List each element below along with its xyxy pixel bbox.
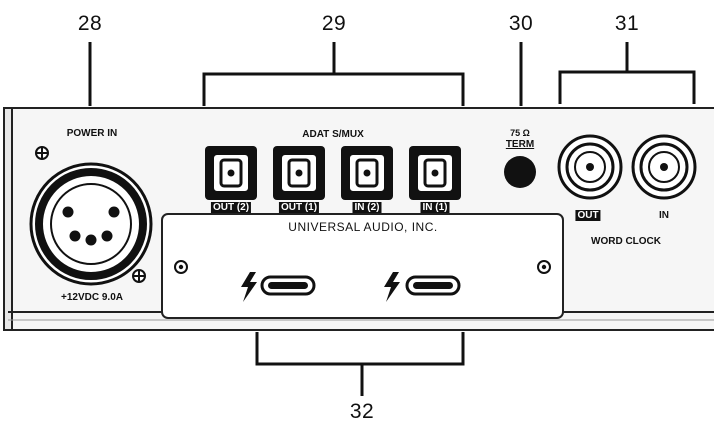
term-ohm-label: 75 Ω — [510, 128, 530, 138]
thunderbolt-icon — [384, 272, 400, 302]
adat-port-out-1[interactable] — [273, 146, 325, 200]
callout-32-bracket — [255, 332, 465, 396]
adat-in-2-label: IN (2) — [352, 202, 382, 213]
adat-out-2-label: OUT (2) — [210, 202, 252, 213]
callout-lines — [88, 42, 696, 396]
callout-29-bracket — [202, 42, 465, 106]
callout-30: 30 — [508, 12, 534, 35]
word-clock-out-label: OUT — [575, 210, 601, 221]
callout-31-bracket — [558, 42, 696, 104]
thunderbolt-port-1[interactable] — [260, 275, 316, 296]
term-switch[interactable] — [504, 156, 536, 188]
adat-out-1-label: OUT (1) — [278, 202, 320, 213]
power-screw-icon — [35, 146, 49, 160]
callout-28: 28 — [77, 12, 103, 35]
callout-32: 32 — [349, 400, 375, 423]
word-clock-in-label: IN — [659, 210, 669, 221]
thunderbolt-icon — [241, 272, 257, 302]
word-clock-in-bnc[interactable] — [631, 134, 697, 200]
adat-port-out-2[interactable] — [205, 146, 257, 200]
adat-in-1-label: IN (1) — [420, 202, 450, 213]
power-in-label: POWER IN — [66, 128, 118, 139]
thunderbolt-card — [161, 213, 564, 319]
callout-29: 29 — [321, 12, 347, 35]
word-clock-label: WORD CLOCK — [591, 236, 661, 247]
card-screw-icon — [537, 260, 551, 274]
power-rating-label: +12VDC 9.0A — [61, 292, 123, 303]
adat-port-in-2[interactable] — [341, 146, 393, 200]
card-brand-label: UNIVERSAL AUDIO, INC. — [288, 220, 438, 234]
callout-31: 31 — [614, 12, 640, 35]
adat-port-in-1[interactable] — [409, 146, 461, 200]
card-screw-icon — [174, 260, 188, 274]
power-xlr-connector[interactable] — [29, 162, 153, 286]
adat-smux-label: ADAT S/MUX — [302, 129, 364, 140]
thunderbolt-port-2[interactable] — [405, 275, 461, 296]
power-screw-icon — [132, 269, 146, 283]
word-clock-out-bnc[interactable] — [557, 134, 623, 200]
term-label: TERM — [505, 139, 535, 150]
